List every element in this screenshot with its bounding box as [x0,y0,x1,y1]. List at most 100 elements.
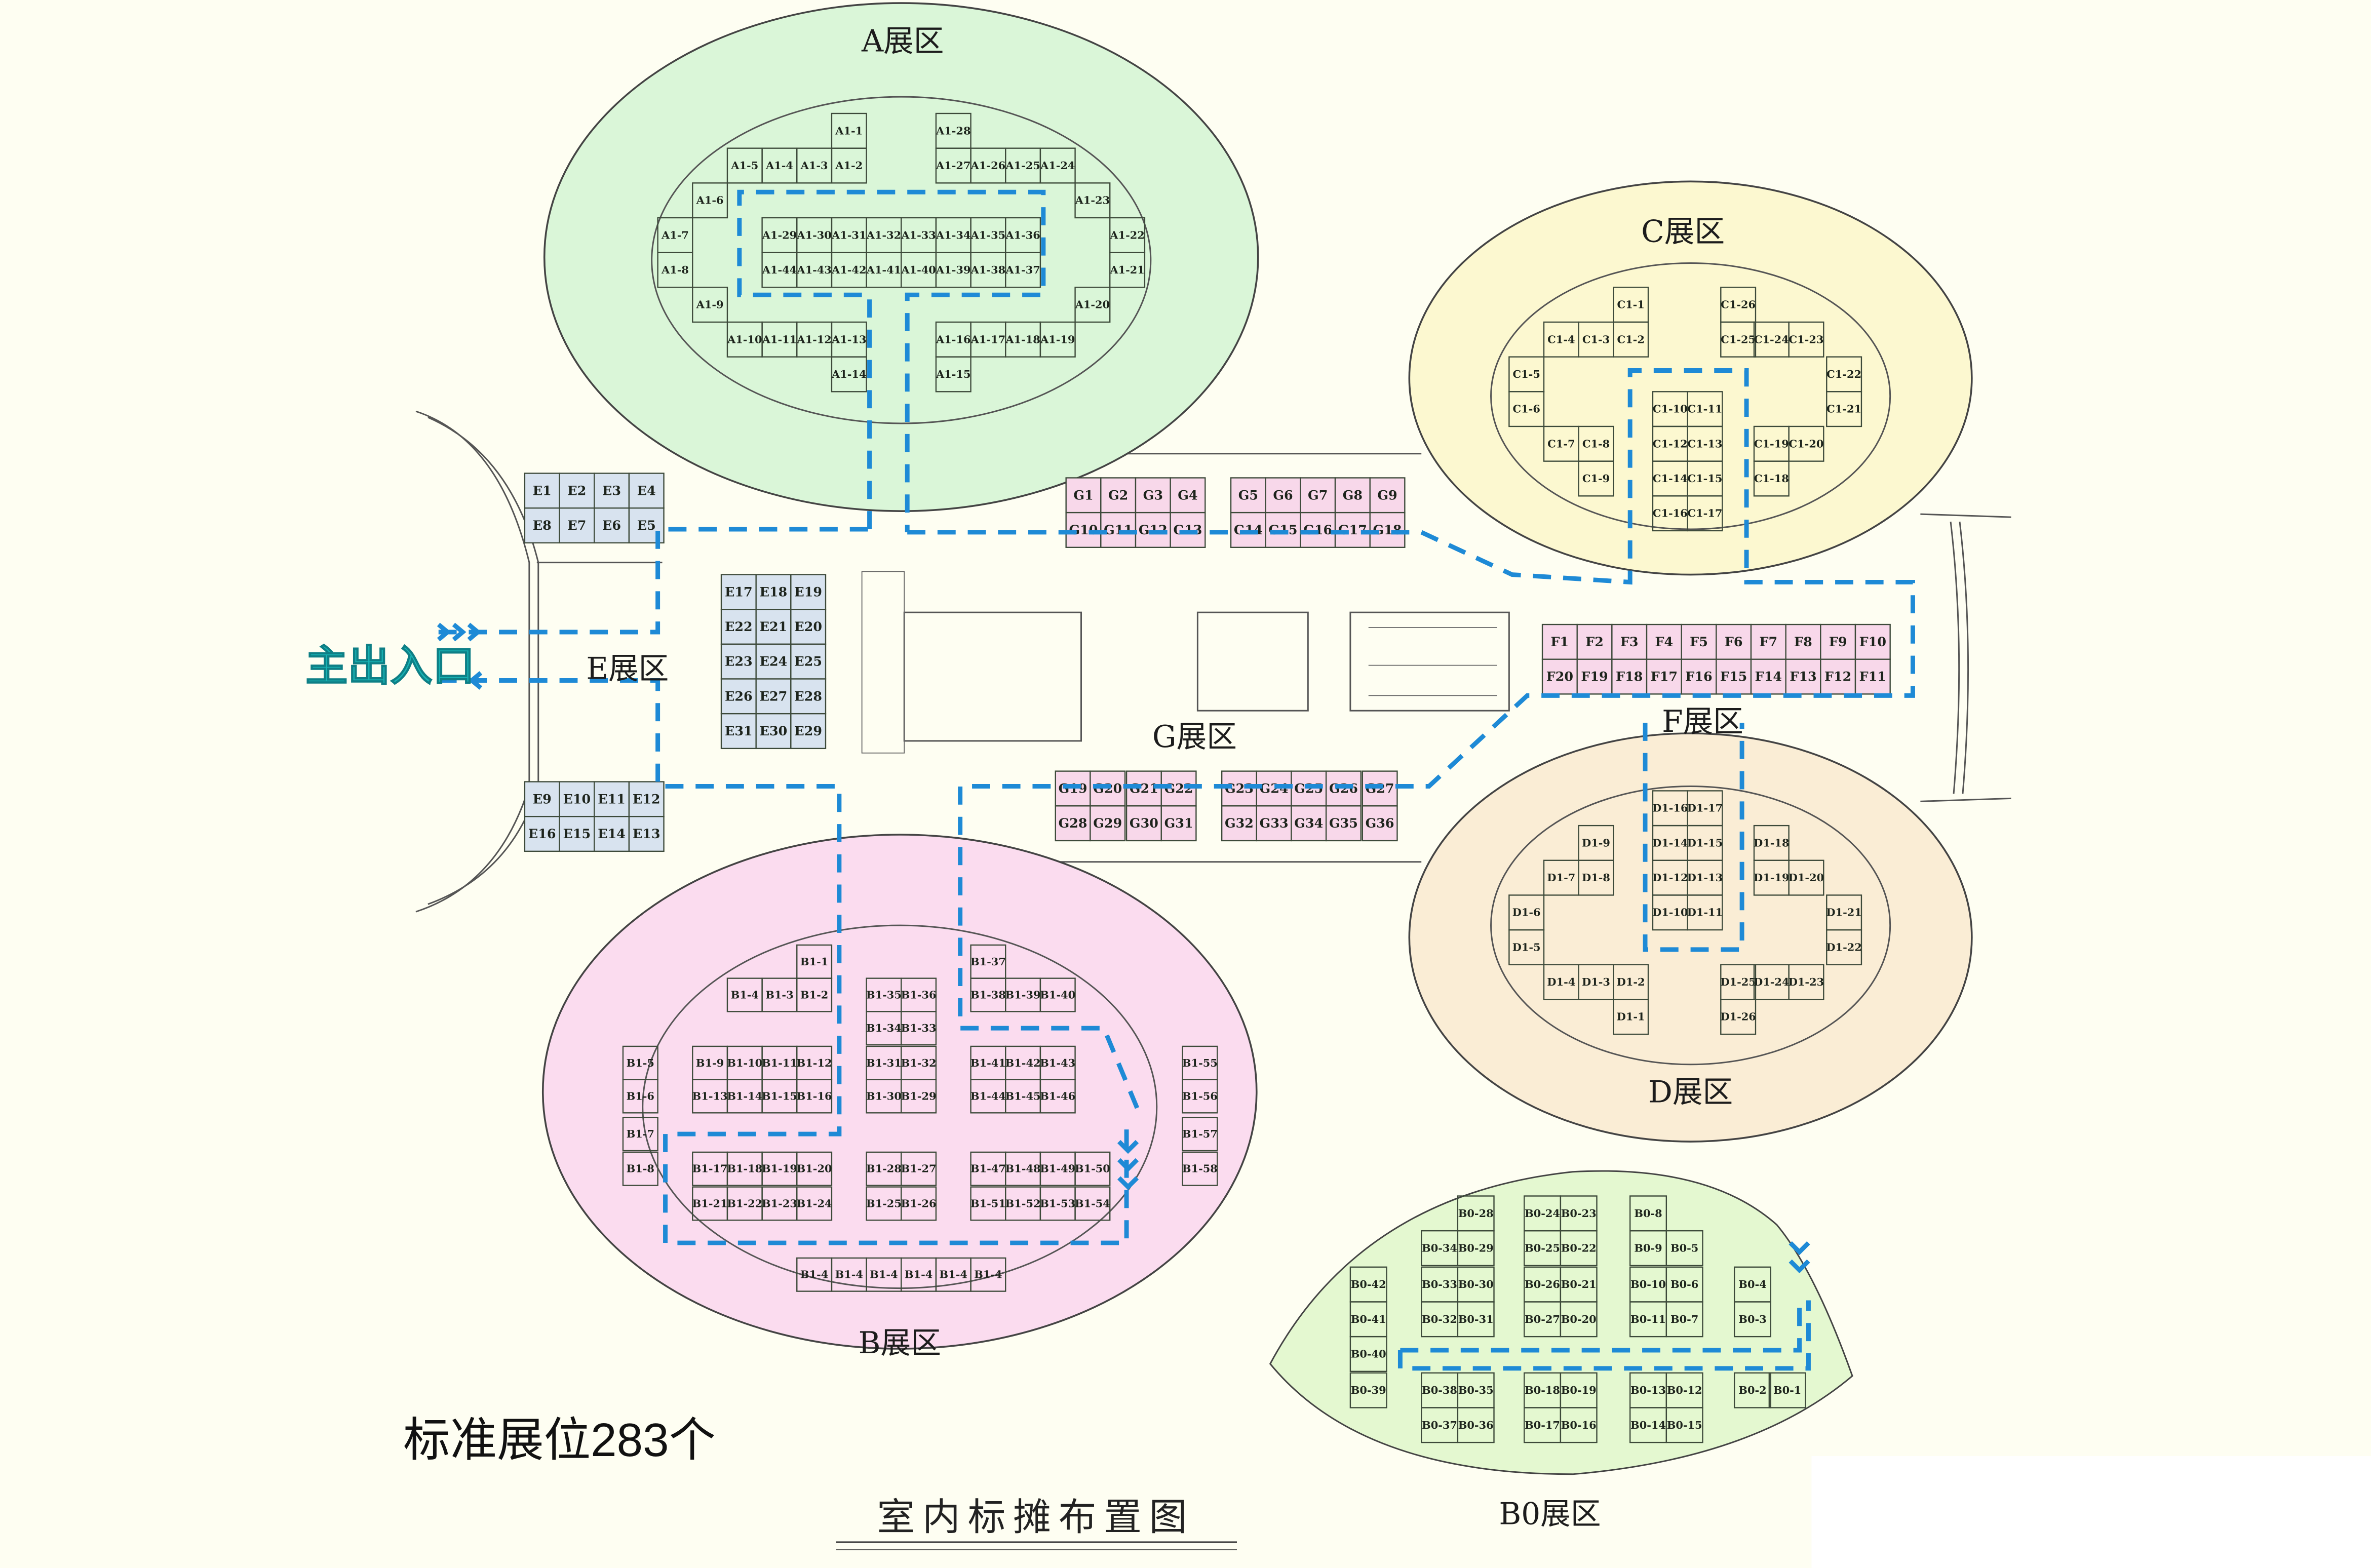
booth-a1-6[interactable]: A1-6 [692,182,728,219]
booth-b1-57[interactable]: B1-57 [1182,1117,1218,1152]
booth-e8[interactable]: E8 [524,507,560,544]
booth-a1-2[interactable]: A1-2 [831,147,867,184]
booth-g29[interactable]: G29 [1090,805,1126,842]
booth-d1-21[interactable]: D1-21 [1826,894,1862,931]
booth-g8[interactable]: G8 [1334,477,1371,514]
booth-e12[interactable]: E12 [628,781,665,817]
booth-a1-44[interactable]: A1-44 [761,252,798,288]
booth-d1-25[interactable]: D1-25 [1720,964,1757,1000]
booth-b0-28[interactable]: B0-28 [1457,1195,1495,1232]
booth-b0-40[interactable]: B0-40 [1349,1336,1387,1372]
booth-a1-19[interactable]: A1-19 [1039,321,1076,358]
booth-b1-52[interactable]: B1-52 [1005,1186,1041,1221]
booth-a1-18[interactable]: A1-18 [1005,321,1041,358]
booth-a1-20[interactable]: A1-20 [1074,287,1111,323]
booth-a1-9[interactable]: A1-9 [692,287,728,323]
booth-e2[interactable]: E2 [559,473,595,509]
booth-c1-21[interactable]: C1-21 [1826,391,1862,427]
booth-g11[interactable]: G11 [1100,512,1137,548]
booth-b1-21[interactable]: B1-21 [692,1186,728,1221]
booth-g7[interactable]: G7 [1300,477,1336,514]
booth-a1-21[interactable]: A1-21 [1109,252,1146,288]
booth-e29[interactable]: E29 [790,713,827,750]
booth-b1-41[interactable]: B1-41 [970,1045,1006,1080]
booth-a1-38[interactable]: A1-38 [970,252,1006,288]
booth-e30[interactable]: E30 [755,713,792,750]
booth-g28[interactable]: G28 [1055,805,1091,842]
booth-a1-37[interactable]: A1-37 [1005,252,1041,288]
booth-c1-20[interactable]: C1-20 [1788,425,1824,462]
booth-e27[interactable]: E27 [755,678,792,715]
booth-b1-6[interactable]: B1-6 [622,1079,658,1114]
booth-e31[interactable]: E31 [720,713,757,750]
booth-c1-9[interactable]: C1-9 [1578,460,1614,497]
booth-a1-24[interactable]: A1-24 [1039,147,1076,184]
booth-a1-39[interactable]: A1-39 [935,252,971,288]
booth-e18[interactable]: E18 [755,574,792,610]
booth-b1-16[interactable]: B1-16 [796,1079,833,1114]
booth-f20[interactable]: F20 [1541,658,1578,695]
booth-d1-20[interactable]: D1-20 [1788,859,1824,896]
booth-e23[interactable]: E23 [720,643,757,680]
booth-d1-11[interactable]: D1-11 [1687,894,1723,931]
booth-b1-37[interactable]: B1-37 [970,944,1006,979]
booth-g34[interactable]: G34 [1291,805,1327,842]
booth-b0-2[interactable]: B0-2 [1733,1372,1772,1408]
booth-f14[interactable]: F14 [1750,658,1786,695]
booth-e7[interactable]: E7 [559,507,595,544]
booth-g5[interactable]: G5 [1230,477,1266,514]
booth-e19[interactable]: E19 [790,574,827,610]
booth-f18[interactable]: F18 [1611,658,1648,695]
booth-a1-23[interactable]: A1-23 [1074,182,1111,219]
booth-f7[interactable]: F7 [1750,623,1786,660]
booth-f2[interactable]: F2 [1576,623,1613,660]
booth-d1-24[interactable]: D1-24 [1753,964,1790,1000]
booth-b1-24[interactable]: B1-24 [796,1186,833,1221]
booth-g4[interactable]: G4 [1170,477,1206,514]
booth-a1-40[interactable]: A1-40 [901,252,937,288]
booth-a1-13[interactable]: A1-13 [831,321,867,358]
booth-g36[interactable]: G36 [1362,805,1398,842]
booth-e28[interactable]: E28 [790,678,827,715]
booth-b1-2[interactable]: B1-2 [796,977,833,1012]
booth-e14[interactable]: E14 [594,815,630,852]
booth-b0-7[interactable]: B0-7 [1665,1301,1703,1338]
booth-e22[interactable]: E22 [720,609,757,645]
booth-b0-27[interactable]: B0-27 [1524,1301,1562,1338]
booth-f8[interactable]: F8 [1785,623,1821,660]
booth-b1-46[interactable]: B1-46 [1039,1079,1076,1114]
booth-c1-23[interactable]: C1-23 [1788,321,1824,358]
booth-g1[interactable]: G1 [1065,477,1102,514]
booth-b0-16[interactable]: B0-16 [1560,1407,1598,1443]
booth-d1-8[interactable]: D1-8 [1578,859,1614,896]
booth-c1-3[interactable]: C1-3 [1578,321,1614,358]
booth-a1-15[interactable]: A1-15 [935,356,971,393]
booth-b1-8[interactable]: B1-8 [622,1151,658,1186]
booth-a1-26[interactable]: A1-26 [970,147,1006,184]
booth-d1-5[interactable]: D1-5 [1508,929,1545,965]
booth-g2[interactable]: G2 [1100,477,1137,514]
booth-b0-5[interactable]: B0-5 [1665,1230,1703,1267]
booth-e16[interactable]: E16 [524,815,560,852]
booth-b0-14[interactable]: B0-14 [1629,1407,1667,1443]
booth-g13[interactable]: G13 [1170,512,1206,548]
booth-e11[interactable]: E11 [594,781,630,817]
booth-e1[interactable]: E1 [524,473,560,509]
booth-b1-4[interactable]: B1-4 [831,1257,867,1292]
booth-b0-41[interactable]: B0-41 [1349,1301,1387,1338]
booth-g33[interactable]: G33 [1256,805,1292,842]
booth-c1-1[interactable]: C1-1 [1613,287,1649,323]
booth-b0-1[interactable]: B0-1 [1768,1372,1806,1408]
booth-b1-49[interactable]: B1-49 [1039,1151,1076,1186]
booth-c1-25[interactable]: C1-25 [1720,321,1757,358]
booth-d1-9[interactable]: D1-9 [1578,825,1614,861]
booth-e5[interactable]: E5 [628,507,665,544]
booth-e21[interactable]: E21 [755,609,792,645]
booth-a1-42[interactable]: A1-42 [831,252,867,288]
booth-c1-16[interactable]: C1-16 [1652,495,1688,532]
booth-b1-44[interactable]: B1-44 [970,1079,1006,1114]
booth-b1-54[interactable]: B1-54 [1074,1186,1111,1221]
booth-b1-30[interactable]: B1-30 [866,1079,902,1114]
booth-d1-1[interactable]: D1-1 [1613,999,1649,1035]
booth-a1-8[interactable]: A1-8 [657,252,693,288]
